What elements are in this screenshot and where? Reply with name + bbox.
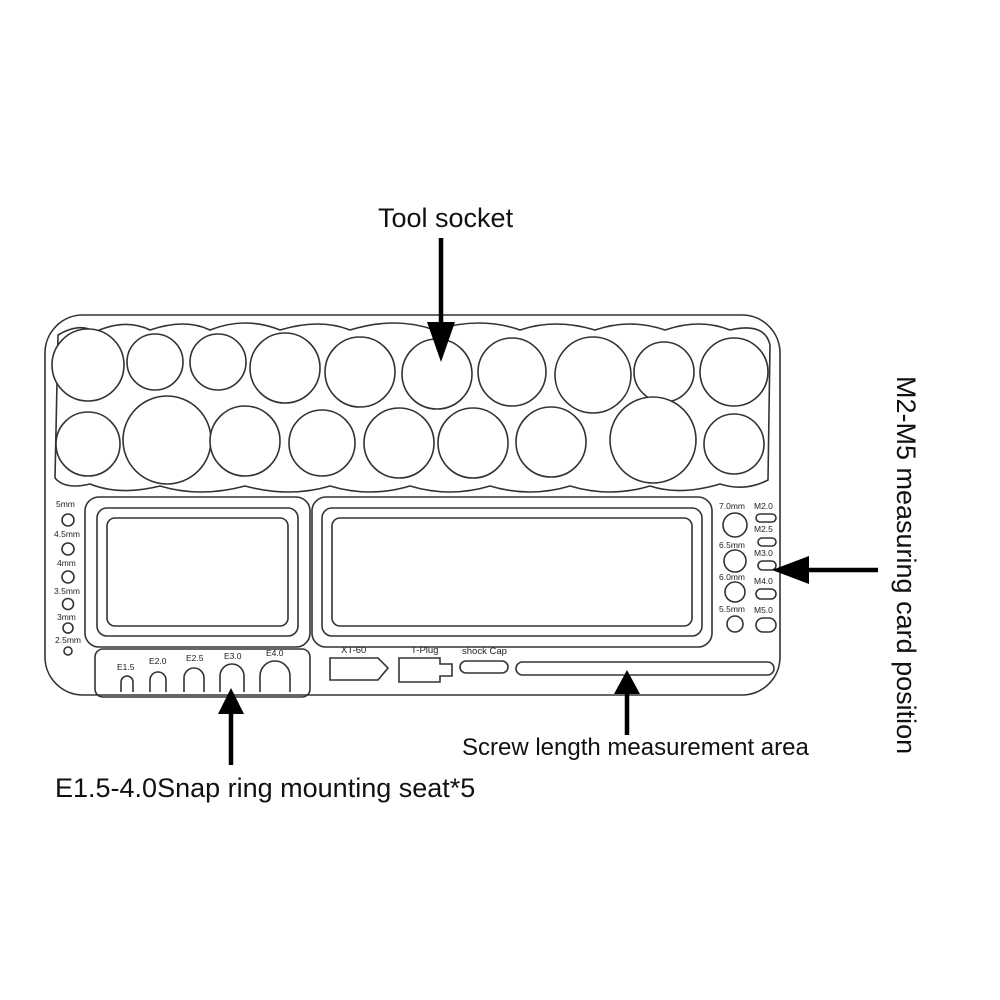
measuring-card-callout: M2-M5 measuring card position: [891, 376, 921, 754]
socket-hole: [324, 336, 396, 408]
socket-row-bottom: [55, 395, 765, 485]
hex-hole: [61, 542, 75, 556]
nut-size-column: 7.0mm 6.5mm 6.0mm 5.5mm: [719, 501, 748, 633]
socket-hole: [363, 407, 435, 479]
socket-hole: [703, 413, 765, 475]
hex-size-label: 4.5mm: [54, 529, 80, 539]
socket-hole: [122, 395, 212, 485]
socket-row-top: [51, 328, 769, 414]
screw-length-slot: [515, 661, 775, 676]
xt60-label: XT-60: [341, 645, 366, 656]
snap-ring-label: E4.0: [266, 648, 284, 658]
screw-size-label: M5.0: [754, 605, 773, 615]
socket-hole: [699, 337, 769, 407]
hex-hole: [61, 597, 75, 611]
tool-socket-arrowhead: [427, 322, 455, 362]
screw-size-label: M2.0: [754, 501, 773, 511]
hex-key-column: 5mm 4.5mm 4mm 3.5mm 3mm 2.5mm: [54, 499, 81, 656]
socket-hole: [51, 328, 125, 402]
snap-ring-panel: [94, 648, 311, 698]
snap-ring-seat: [120, 675, 134, 692]
hex-size-label: 3.5mm: [54, 586, 80, 596]
socket-hole: [209, 405, 281, 477]
snap-ring-label: E2.5: [186, 653, 204, 663]
left-compartment: [84, 496, 311, 648]
socket-hole: [288, 409, 356, 477]
screw-length-arrowhead: [614, 670, 640, 694]
hex-size-label: 4mm: [57, 558, 76, 568]
right-compartment: [311, 496, 713, 648]
snap-ring-arrowhead: [218, 688, 244, 714]
socket-hole: [126, 333, 184, 391]
nut-size-label: 6.0mm: [719, 572, 745, 582]
nut-hole: [724, 581, 746, 603]
shock-cap-slot: [459, 660, 509, 674]
snap-ring-seat: [219, 663, 245, 692]
tplug-label: T-Plug: [411, 645, 438, 656]
tray-outline: [44, 314, 781, 696]
hex-hole: [62, 622, 74, 634]
screw-size-label: M4.0: [754, 576, 773, 586]
socket-hole: [55, 411, 121, 477]
hex-hole: [63, 646, 73, 656]
screw-slot: [755, 617, 777, 633]
hex-hole: [61, 513, 75, 527]
nut-size-label: 7.0mm: [719, 501, 745, 511]
snap-ring-seat: [259, 660, 291, 692]
measuring-card-arrowhead: [772, 556, 809, 584]
hex-hole: [61, 570, 75, 584]
screw-size-label: M3.0: [754, 548, 773, 558]
screw-slot: [757, 537, 777, 547]
snap-ring-seat: [183, 667, 205, 692]
tplug-slot: [398, 657, 453, 683]
snap-ring-label: E1.5: [117, 662, 135, 672]
socket-hole: [515, 406, 587, 478]
nut-size-label: 6.5mm: [719, 540, 745, 550]
screw-length-callout: Screw length measurement area: [462, 734, 809, 761]
socket-hole: [249, 332, 321, 404]
socket-hole: [437, 407, 509, 479]
connector-slots: XT-60 T-Plug shock Cap: [329, 645, 775, 683]
screw-slot: [755, 588, 777, 600]
nut-hole: [723, 549, 747, 573]
tool-socket-callout: Tool socket: [378, 203, 514, 233]
snap-ring-label: E3.0: [224, 651, 242, 661]
nut-hole: [726, 615, 744, 633]
socket-hole: [609, 396, 697, 484]
screw-slot: [755, 513, 777, 523]
socket-hole: [633, 341, 695, 403]
shock-cap-label: shock Cap: [462, 646, 507, 657]
hex-size-label: 2.5mm: [55, 635, 81, 645]
socket-area-border: [54, 322, 771, 493]
nut-size-label: 5.5mm: [719, 604, 745, 614]
screw-measuring-card: M2.0 M2.5 M3.0 M4.0 M5.0: [754, 501, 777, 633]
screw-slot: [757, 560, 777, 571]
socket-hole: [189, 333, 247, 391]
socket-hole: [477, 337, 547, 407]
snap-ring-callout: E1.5-4.0Snap ring mounting seat*5: [55, 773, 475, 803]
snap-ring-seat: [149, 671, 167, 692]
snap-ring-seats: E1.5 E2.0 E2.5 E3.0 E4.0: [117, 648, 291, 692]
hex-size-label: 5mm: [56, 499, 75, 509]
socket-hole: [554, 336, 632, 414]
screw-size-label: M2.5: [754, 524, 773, 534]
xt60-slot: [329, 657, 390, 681]
nut-hole: [722, 512, 748, 538]
hex-size-label: 3mm: [57, 612, 76, 622]
snap-ring-label: E2.0: [149, 656, 167, 666]
